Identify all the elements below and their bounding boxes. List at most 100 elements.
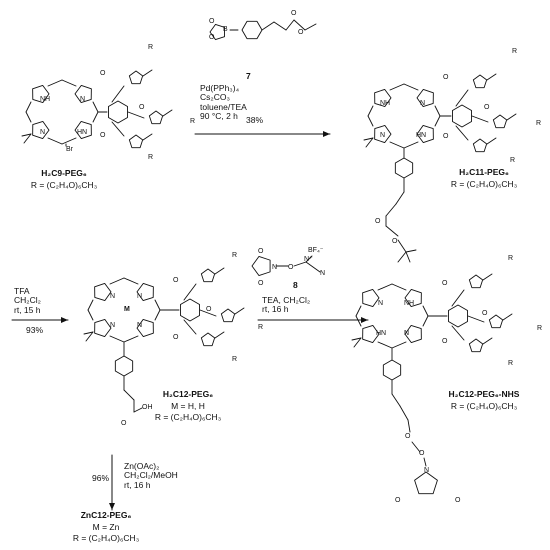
start-meso-right-b bbox=[92, 111, 99, 123]
nhs-hn: HN bbox=[376, 330, 387, 337]
nhs-r-bot: R bbox=[508, 360, 514, 367]
nhs-succ-o1: O bbox=[395, 497, 401, 504]
start-o-bot: O bbox=[100, 132, 106, 139]
acid-pyrrole-bl bbox=[94, 319, 112, 338]
start-methyl-1 bbox=[21, 133, 32, 137]
start-meso-top-r bbox=[61, 79, 77, 87]
acid-o-mid: O bbox=[206, 306, 212, 313]
acid-r-bond-2 bbox=[214, 331, 225, 339]
nhs-meso-bot-l bbox=[377, 341, 393, 349]
p1-aryl-ring bbox=[452, 104, 472, 128]
p1-pyrrole-bl bbox=[374, 125, 392, 144]
nhs-pyrrole-tl bbox=[362, 288, 380, 307]
arrow-step3-head bbox=[361, 317, 368, 323]
reagent7-o1: O bbox=[209, 18, 215, 25]
acid-n3: N bbox=[110, 322, 116, 329]
compound-product1-name: H₂C11-PEG₆ bbox=[459, 167, 509, 177]
step2-condition-3: rt, 15 h bbox=[14, 304, 41, 315]
p1-o-bot: O bbox=[443, 133, 449, 140]
start-hn-label: HN bbox=[77, 129, 88, 136]
compound-nhs-name: H₂C12-PEG₆-NHS bbox=[448, 389, 520, 399]
nhs-chain-2 bbox=[391, 393, 401, 407]
compound-start-r-group: R = (C₂H₄O)₆CH₃ bbox=[30, 180, 98, 190]
reagent8-succinimide-ring bbox=[251, 256, 271, 276]
p1-ester-bond bbox=[385, 225, 399, 237]
p1-r-bond-2 bbox=[486, 137, 497, 145]
acid-n1: N bbox=[110, 293, 116, 300]
start-pyrrole-br bbox=[74, 121, 92, 140]
step2-condition-2: CH₂Cl₂ bbox=[14, 295, 41, 306]
acid-acid-bond bbox=[133, 407, 143, 413]
acid-r-top: R bbox=[232, 252, 238, 259]
nhs-methyl-2 bbox=[353, 337, 362, 348]
reagent8-o3: O bbox=[288, 264, 294, 271]
step4-conditions: Zn(OAc)₂ CH₂Cl₂/MeOH rt, 16 h bbox=[124, 461, 178, 490]
acid-arm-1 bbox=[199, 309, 217, 317]
nhs-succinimide-ring bbox=[414, 471, 438, 495]
start-r-bond-2 bbox=[142, 133, 153, 141]
start-arm-1 bbox=[127, 111, 145, 119]
nhs-carbonyl bbox=[407, 419, 411, 433]
start-o-top: O bbox=[100, 70, 106, 77]
start-methyl-2 bbox=[23, 133, 32, 144]
nhs-arm-0 bbox=[451, 289, 465, 307]
step3-conditions: TEA, CH₂Cl₂ rt, 16 h bbox=[262, 295, 310, 315]
step1-condition-2: Cs₂CO₃ bbox=[200, 92, 230, 103]
reagent7-b: B bbox=[223, 26, 228, 33]
acid-n2: N bbox=[137, 293, 143, 300]
step1-yield: 38% bbox=[246, 115, 264, 125]
reagent7-o3: O bbox=[291, 10, 297, 17]
start-r-bot: R bbox=[148, 154, 154, 161]
start-pyrrole-tl bbox=[32, 84, 50, 103]
reagent-7-number: 7 bbox=[246, 71, 251, 81]
acid-methyl-2 bbox=[85, 331, 94, 342]
p1-pyrrole-br bbox=[416, 125, 434, 144]
nhs-triazole-1 bbox=[488, 314, 504, 329]
start-meso-bot-l bbox=[47, 137, 63, 145]
start-meso-left-t bbox=[25, 101, 32, 113]
nhs-meso-left-b bbox=[355, 315, 362, 327]
p1-o-top: O bbox=[443, 74, 449, 81]
step1-condition-1: Pd(PPh₃)₄ bbox=[200, 83, 240, 93]
reagent-8-number: 8 bbox=[293, 280, 298, 290]
p1-meso-bot-r bbox=[403, 141, 419, 149]
compound-acid-r-group: R = (C₂H₄O)₆CH₃ bbox=[154, 412, 222, 422]
acid-o-bot: O bbox=[173, 334, 179, 341]
acid-methyl-1 bbox=[83, 331, 94, 335]
p1-r-mid: R bbox=[536, 120, 542, 127]
acid-chain-2 bbox=[123, 389, 135, 401]
nhs-o-bond bbox=[411, 441, 421, 453]
compound-product1-r-group: R = (C₂H₄O)₆CH₃ bbox=[450, 179, 518, 189]
start-r-bond-1 bbox=[162, 109, 173, 117]
reagent7-phenyl-ring bbox=[241, 20, 263, 40]
compound-zinc-metal: M = Zn bbox=[92, 522, 120, 532]
start-n-label: N bbox=[80, 96, 86, 103]
start-triazole-0 bbox=[128, 70, 144, 85]
nhs-n2: N bbox=[404, 330, 410, 337]
nhs-o-mid: O bbox=[482, 310, 488, 317]
p1-triazole-0 bbox=[472, 74, 488, 89]
compound-acid-metal: M = H, H bbox=[171, 401, 205, 411]
p1-ester-o2: O bbox=[392, 238, 398, 245]
nhs-r-bond-1 bbox=[502, 313, 513, 321]
nhs-on-bond bbox=[423, 457, 427, 467]
p1-ester-o1: O bbox=[375, 218, 381, 225]
acid-pyrrole-tl bbox=[94, 282, 112, 301]
start-r-mid: R bbox=[190, 118, 196, 125]
start-pyrrole-bl bbox=[32, 121, 50, 140]
nhs-meso-right-b bbox=[422, 315, 429, 327]
start-r-bond-0 bbox=[142, 69, 153, 77]
compound-acid-name: H₂C12-PEG₆ bbox=[162, 389, 214, 399]
p1-tbu-m2 bbox=[405, 251, 411, 263]
nhs-methyl-1 bbox=[351, 337, 362, 341]
reagent8-n2: N bbox=[320, 270, 326, 277]
nhs-nh: NH bbox=[404, 300, 415, 307]
p1-n-label-2: N bbox=[380, 132, 386, 139]
nhs-meso-right-t bbox=[422, 305, 429, 317]
acid-meso-right-t bbox=[154, 299, 161, 311]
step2-condition-1: TFA bbox=[14, 286, 30, 296]
p1-r-bond-0 bbox=[486, 73, 497, 81]
nhs-pyrrole-br bbox=[404, 325, 422, 344]
nhs-triazole-2 bbox=[468, 338, 484, 353]
